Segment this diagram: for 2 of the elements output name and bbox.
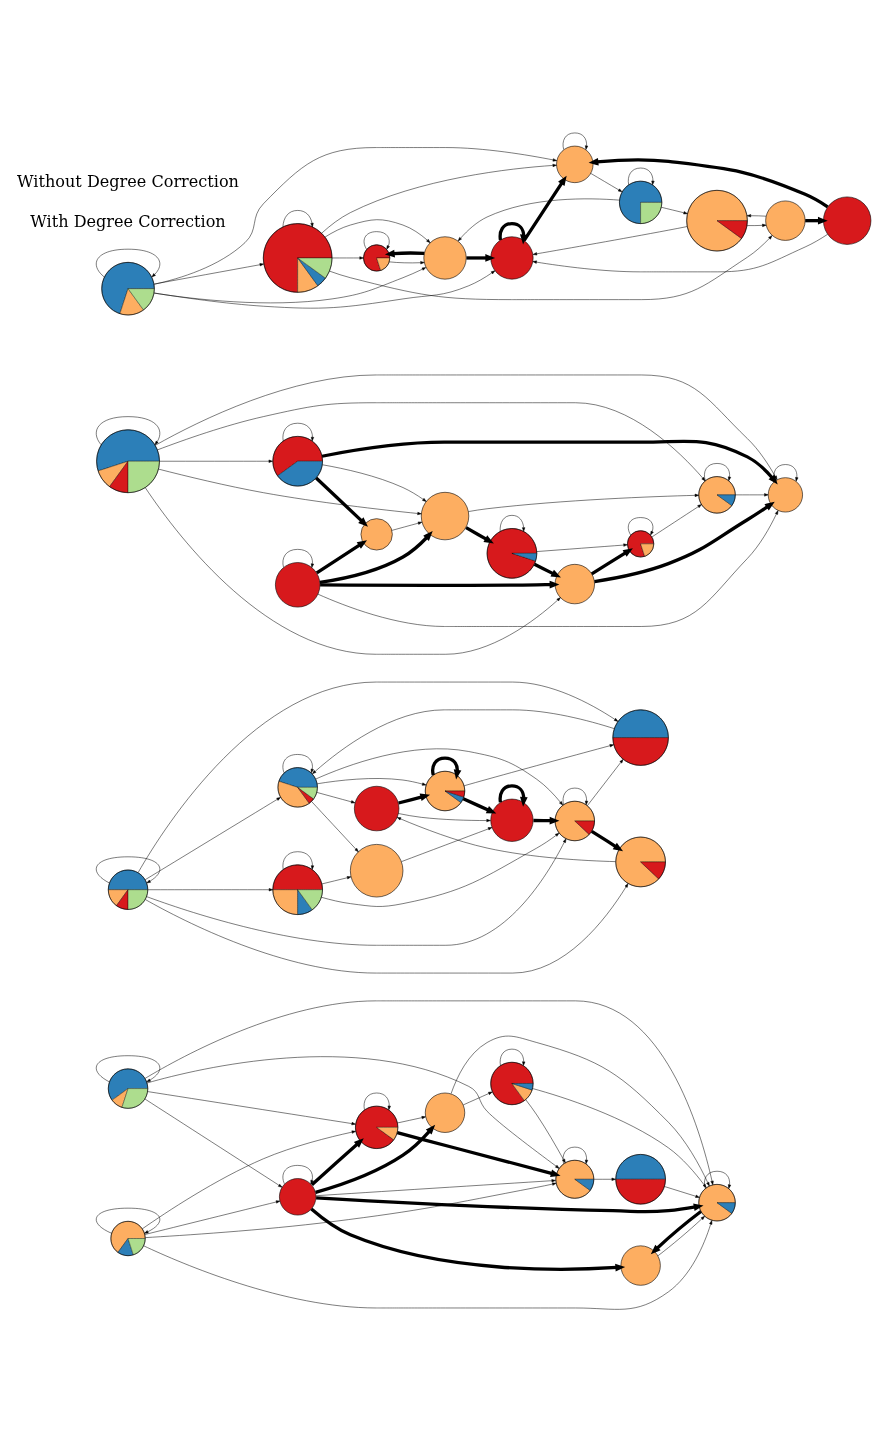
label: Without Degree Correction (17, 172, 239, 192)
label: With Degree Correction (30, 211, 226, 231)
